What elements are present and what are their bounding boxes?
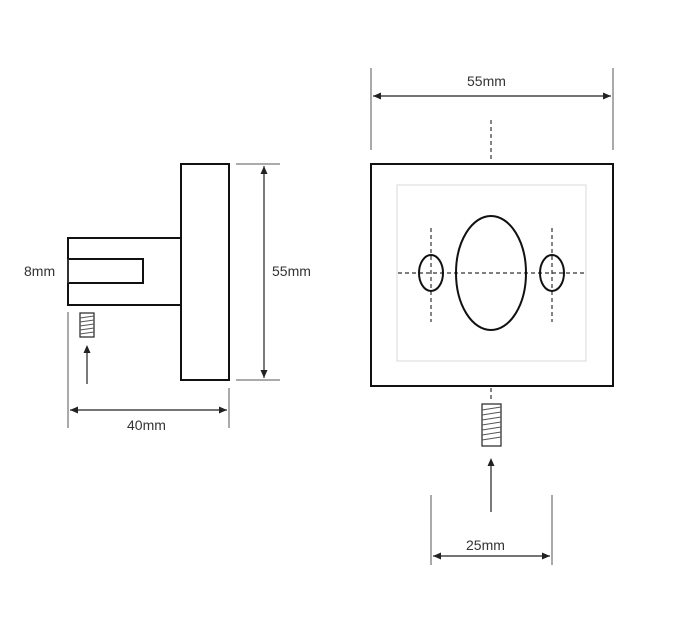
side-slot: [68, 258, 144, 284]
screw-spacing-dimension: [430, 495, 553, 565]
side-view: 8mm 55mm: [24, 163, 311, 433]
front-width-label: 55mm: [467, 73, 506, 89]
slot-dimension-label: 8mm: [24, 263, 55, 279]
screw-spacing-label: 25mm: [466, 537, 505, 553]
front-view: 55mm: [370, 68, 614, 565]
central-oval: [455, 215, 527, 331]
front-screw-arrow: [487, 458, 495, 512]
side-height-label: 55mm: [272, 263, 311, 279]
side-screw-arrow: [83, 345, 91, 384]
right-screw-hole: [539, 254, 565, 292]
front-outer-plate: [370, 163, 614, 387]
front-set-screw: [481, 403, 502, 447]
side-set-screw: [79, 312, 95, 338]
side-depth-label: 40mm: [127, 417, 166, 433]
side-height-dimension: [236, 163, 280, 381]
front-width-dimension: [370, 68, 614, 150]
left-screw-hole: [418, 254, 444, 292]
side-back-plate: [180, 163, 230, 381]
side-hook-arm: [67, 237, 181, 306]
side-depth-dimension: [67, 312, 230, 428]
front-inner-plate: [396, 184, 587, 362]
